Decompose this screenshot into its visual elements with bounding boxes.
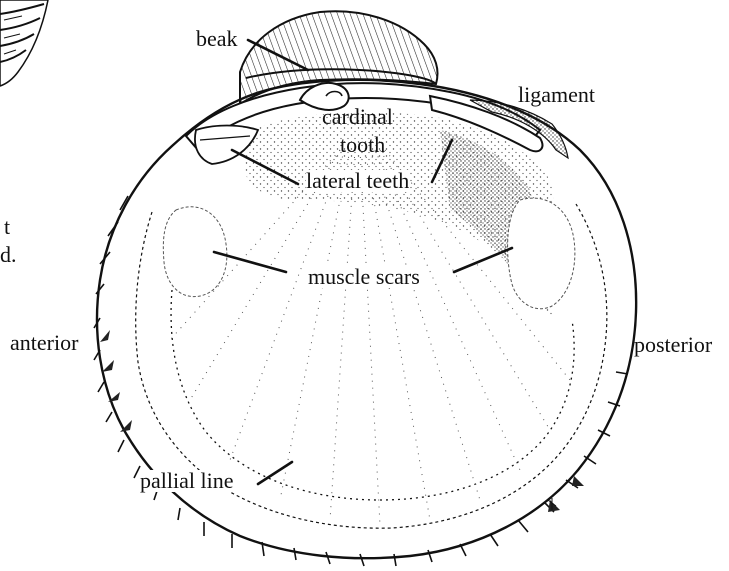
cropped-text-fragment-1: t (4, 216, 10, 238)
cropped-text-fragment-2: d. (0, 244, 17, 266)
lateral-teeth-label: lateral teeth (306, 170, 409, 192)
posterior-label: posterior (634, 334, 712, 356)
cardinal-label-line1: cardinal (322, 106, 393, 128)
ligament-label: ligament (518, 84, 595, 106)
partial-shell-fragment (0, 0, 48, 86)
pallial-line-label: pallial line (140, 470, 233, 492)
cardinal-label-line2: tooth (340, 134, 385, 156)
muscle-scars-label: muscle scars (308, 266, 420, 288)
anterior-label: anterior (10, 332, 78, 354)
beak-label: beak (196, 28, 238, 50)
